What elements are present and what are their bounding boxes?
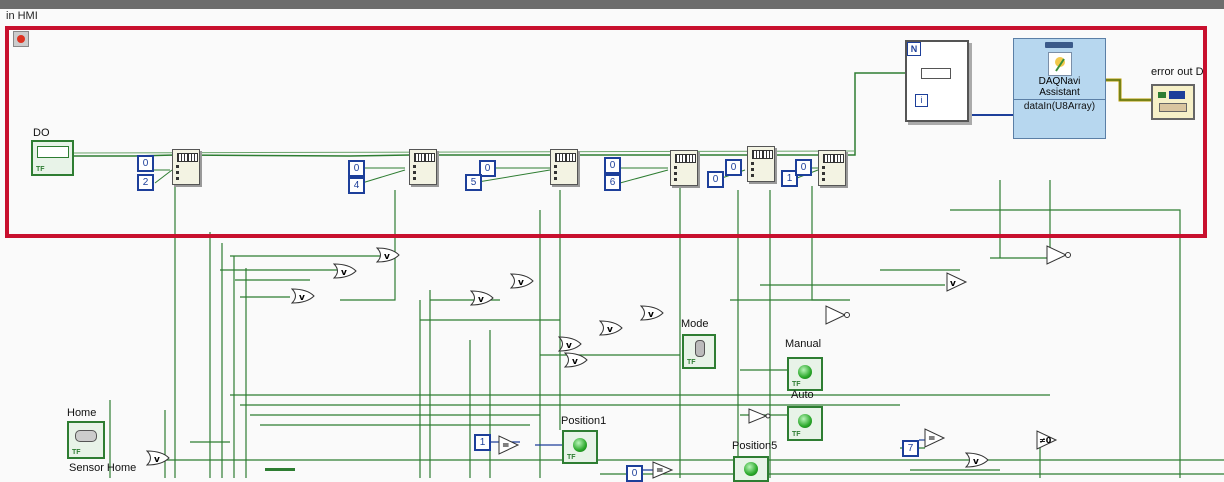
position1-indicator: TF	[562, 430, 598, 464]
svg-text:v: v	[973, 457, 979, 467]
boolean-to-number-node[interactable]	[921, 68, 951, 79]
or-gate[interactable]: v	[333, 263, 357, 282]
constant-value[interactable]: 2	[137, 174, 154, 191]
or-gate[interactable]: v	[146, 450, 170, 469]
daq-datain-terminal[interactable]: dataIn(U8Array)	[1014, 99, 1105, 115]
error-out-indicator[interactable]	[1151, 84, 1195, 120]
manual-type: TF	[792, 381, 801, 388]
push-button-icon	[75, 430, 97, 442]
constant-index[interactable]: 0	[348, 160, 365, 177]
equal-comparator[interactable]: =	[498, 435, 520, 458]
svg-text:v: v	[154, 455, 160, 465]
svg-text:=: =	[928, 434, 936, 444]
not-gate[interactable]	[1046, 245, 1072, 268]
constant-value[interactable]: 0	[795, 159, 812, 176]
mode-label: Mode	[681, 318, 709, 330]
wire-stub	[265, 468, 295, 481]
do-control-display	[37, 146, 69, 158]
constant-value[interactable]: 5	[465, 174, 482, 191]
home-type: TF	[72, 449, 81, 456]
for-loop[interactable]: N i	[905, 40, 969, 122]
error-source-icon	[1159, 103, 1187, 112]
constant-value[interactable]: 4	[348, 177, 365, 194]
replace-array-subset-node-3[interactable]	[550, 149, 578, 185]
or-gate[interactable]: v	[470, 290, 494, 309]
svg-text:v: v	[341, 268, 347, 278]
led-icon	[798, 414, 812, 428]
or-gate[interactable]: v	[599, 320, 623, 339]
or-gate[interactable]: v	[640, 305, 664, 324]
svg-text:v: v	[384, 252, 390, 262]
do-control-type: TF	[36, 166, 45, 173]
not-gate[interactable]	[825, 305, 851, 328]
equal-comparator[interactable]: =	[924, 428, 948, 451]
svg-text:v: v	[518, 278, 524, 288]
manual-label: Manual	[785, 338, 821, 350]
or-gate[interactable]: v	[291, 288, 315, 307]
auto-indicator: TF	[787, 406, 823, 441]
manual-indicator: TF	[787, 357, 823, 391]
constant-value[interactable]: 0	[626, 465, 643, 482]
replace-array-subset-node-1[interactable]	[172, 149, 200, 185]
not-equal-zero-gate[interactable]: ≠0	[1036, 430, 1060, 453]
daq-name-line2: Assistant	[1014, 87, 1105, 98]
constant-index[interactable]: 0	[707, 171, 724, 188]
daq-name-line1: DAQNavi	[1014, 76, 1105, 87]
auto-type: TF	[792, 431, 801, 438]
do-control[interactable]: TF	[31, 140, 74, 176]
sensor-home-label: Sensor Home	[69, 462, 136, 474]
daqnavi-assistant-node[interactable]: DAQNavi Assistant dataIn(U8Array)	[1013, 38, 1106, 139]
or-gate[interactable]: v	[946, 272, 972, 295]
constant-value[interactable]: 0	[725, 159, 742, 176]
daq-wizard-icon	[1048, 52, 1072, 76]
constant-value[interactable]: 7	[902, 440, 919, 457]
replace-array-subset-node-5[interactable]	[747, 146, 775, 182]
svg-text:v: v	[648, 310, 654, 320]
or-gate[interactable]: v	[965, 452, 989, 471]
constant-index[interactable]: 0	[137, 155, 154, 172]
led-icon	[798, 365, 812, 379]
loop-iteration-terminal: i	[915, 94, 928, 107]
position5-label: Position5	[732, 440, 777, 452]
svg-text:v: v	[566, 341, 572, 351]
position5-indicator	[733, 456, 769, 482]
loop-count-terminal[interactable]: N	[907, 42, 921, 56]
svg-text:v: v	[299, 293, 305, 303]
toggle-switch-icon	[695, 340, 705, 357]
mode-type: TF	[687, 359, 696, 366]
svg-text:v: v	[572, 357, 578, 367]
daq-header: DAQNavi Assistant	[1014, 39, 1105, 100]
position1-type: TF	[567, 454, 576, 461]
daq-title: DAQNavi Assistant	[1014, 76, 1105, 98]
svg-text:v: v	[607, 325, 613, 335]
equal-comparator[interactable]: =	[652, 461, 674, 482]
constant-index[interactable]: 0	[604, 157, 621, 174]
or-gate[interactable]: v	[376, 247, 400, 266]
led-icon	[744, 462, 758, 476]
error-out-label: error out D	[1151, 66, 1204, 78]
error-status-icon	[1158, 92, 1166, 98]
svg-text:≠0: ≠0	[1039, 436, 1052, 445]
replace-array-subset-node-6[interactable]	[818, 150, 846, 186]
replace-array-subset-node-2[interactable]	[409, 149, 437, 185]
svg-text:v: v	[478, 295, 484, 305]
auto-label: Auto	[791, 389, 814, 401]
home-control[interactable]: TF	[67, 421, 105, 459]
constant-value[interactable]: 1	[474, 434, 491, 451]
error-code-icon	[1169, 91, 1185, 99]
svg-text:v: v	[950, 279, 956, 289]
constant-value[interactable]: 6	[604, 174, 621, 191]
svg-text:=: =	[502, 441, 510, 451]
svg-text:=: =	[656, 466, 664, 476]
not-gate[interactable]	[748, 408, 772, 427]
or-gate[interactable]: v	[510, 273, 534, 292]
or-gate[interactable]: v	[564, 352, 588, 371]
do-label: DO	[33, 127, 50, 139]
position1-label: Position1	[561, 415, 606, 427]
mode-switch-control[interactable]: TF	[682, 334, 716, 369]
home-label: Home	[67, 407, 96, 419]
led-icon	[573, 438, 587, 452]
daq-header-tag	[1045, 42, 1073, 48]
replace-array-subset-node-4[interactable]	[670, 150, 698, 186]
